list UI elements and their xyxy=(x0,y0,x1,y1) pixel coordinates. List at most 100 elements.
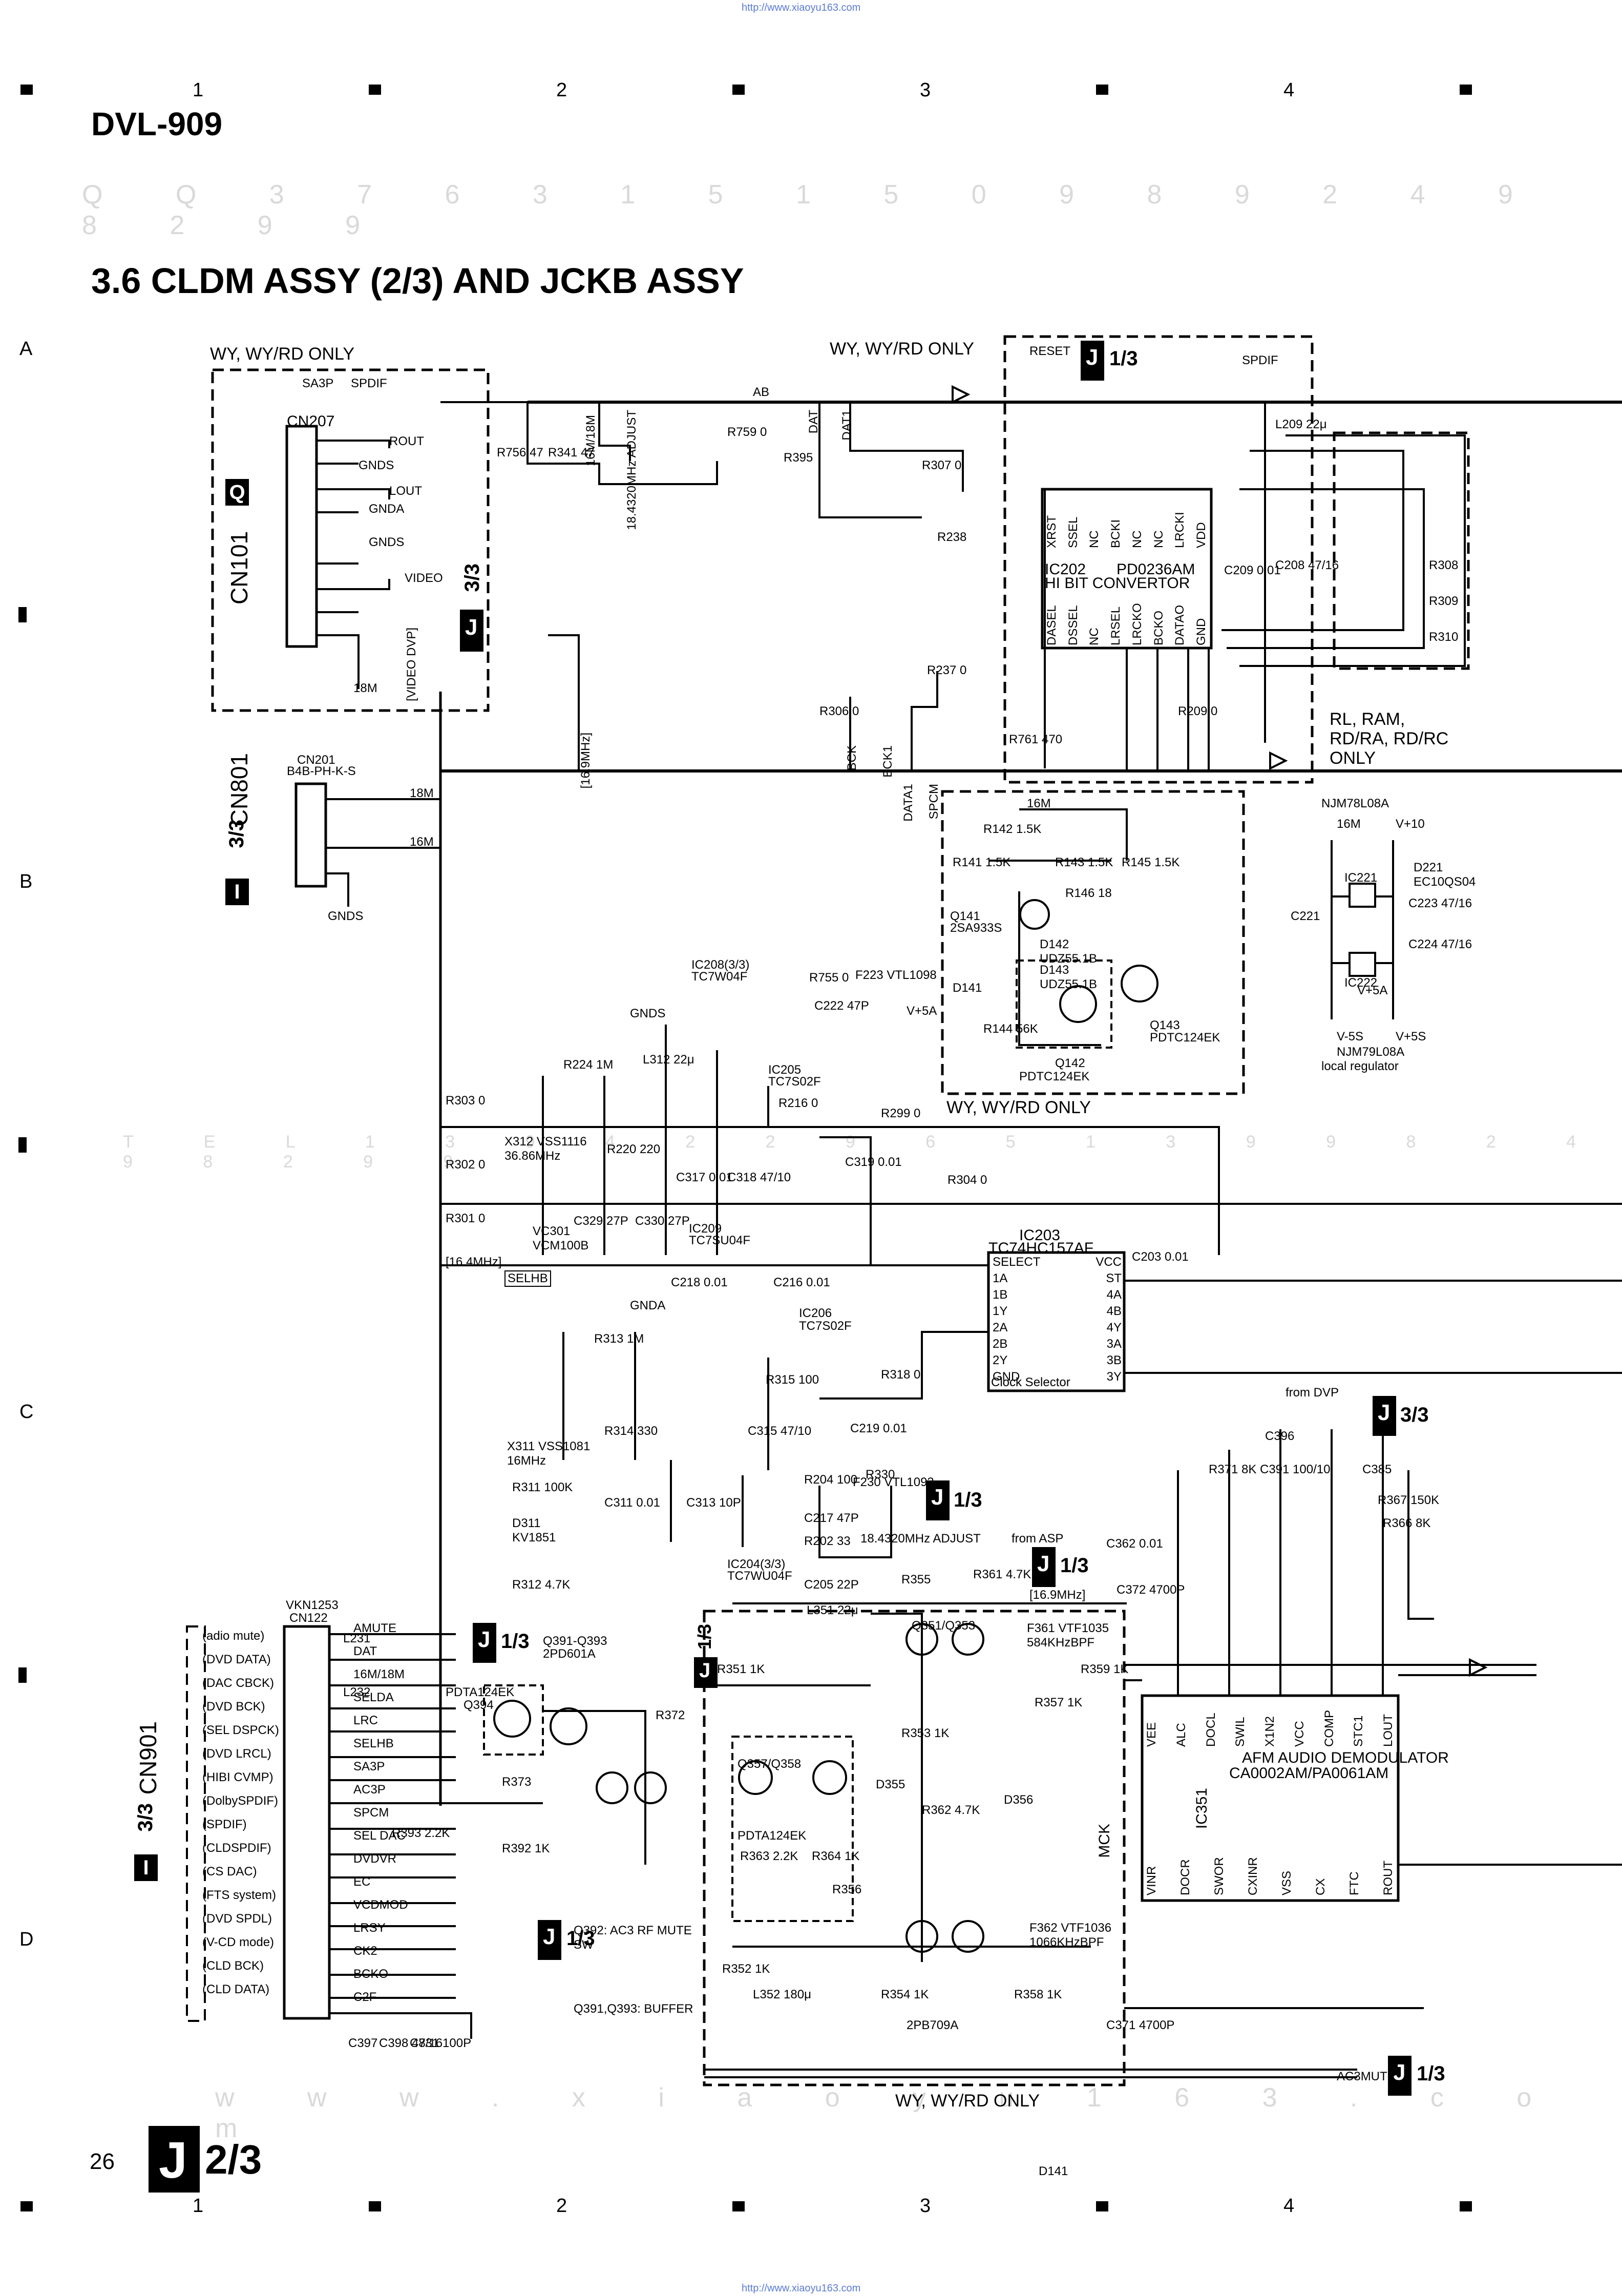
r220: R220 220 xyxy=(607,1142,661,1156)
f362: F362 VTF1036 1066KHzBPF xyxy=(1029,1921,1112,1949)
j-bot1-letter: J xyxy=(478,1627,491,1652)
j-mid-fraction: 1/3 xyxy=(954,1489,982,1511)
q392-note: Q392: AC3 RF MUTE SW xyxy=(574,1924,692,1952)
ic203-ref: IC203 xyxy=(1019,1227,1061,1244)
c372: C371 4700P xyxy=(1106,2018,1175,2032)
r308: R308 xyxy=(1429,558,1459,572)
net-16m: SPCM xyxy=(927,784,941,820)
grid-mark xyxy=(1096,2201,1108,2211)
j-rb-ac3mute: AC3MUTE xyxy=(1337,2070,1396,2083)
grid-col-4-bottom: 4 xyxy=(1283,2195,1295,2217)
model-title: DVL-909 xyxy=(91,106,223,142)
r312: R312 4.7K xyxy=(512,1578,571,1592)
c222: C222 47P xyxy=(814,999,869,1013)
r356: R356 xyxy=(832,1883,862,1896)
d142: D142 UDZ55.1B xyxy=(1040,937,1098,966)
c831: C397 xyxy=(348,2036,378,2050)
net-dat: DAT xyxy=(807,410,820,434)
cn901-left-label: (DVD LRCL) xyxy=(202,1747,271,1761)
cn901-left-label: (FTS system) xyxy=(202,1888,276,1902)
cn901-left-label: (DVD BCK) xyxy=(202,1700,265,1714)
grid-mark xyxy=(369,85,381,95)
watermark-top: Q Q 3 7 6 3 1 5 1 5 0 9 8 9 2 4 9 8 2 9 … xyxy=(82,180,1546,240)
j-dvp-fraction: 3/3 xyxy=(1400,1404,1429,1426)
c218: C218 0.01 xyxy=(671,1276,728,1289)
net-bck: BCK xyxy=(845,745,859,771)
grid-col-1-bottom: 1 xyxy=(193,2195,204,2217)
grid-col-3-bottom: 3 xyxy=(920,2195,931,2217)
r224: R224 1M xyxy=(563,1058,614,1072)
d311: D311 KV1851 xyxy=(512,1516,556,1544)
net-bck1: BCK1 xyxy=(881,745,895,778)
r761: R761 470 xyxy=(1009,733,1063,746)
j-rb-letter: J xyxy=(1393,2060,1406,2085)
cn901-right-label: LRC xyxy=(353,1714,378,1727)
region-note-right: RL, RAM, RD/RA, RD/RC ONLY xyxy=(1330,709,1449,768)
q391-symbol xyxy=(634,1771,667,1804)
cn901-left-label: (V-CD mode) xyxy=(202,1935,275,1949)
x311: X311 VSS1081 16MHz xyxy=(507,1439,591,1468)
grid-row-a: A xyxy=(19,338,33,360)
j-bot2-fraction: 1/3 xyxy=(566,1927,595,1950)
ic222-part: NJM79L08A xyxy=(1337,1045,1405,1059)
ic351-desc: AFM AUDIO DEMODULATOR xyxy=(1242,1749,1449,1766)
net-v5a: V+10 xyxy=(1396,817,1425,831)
d141: D141 xyxy=(953,981,982,995)
c391: C372 4700P xyxy=(1117,1583,1185,1597)
net-v10: SA3P xyxy=(302,377,334,390)
f361: F361 VTF1035 584KHzBPF xyxy=(1027,1621,1109,1650)
net-pal-afm: MCK xyxy=(1096,1824,1113,1858)
j-bot1-badge: J xyxy=(473,1623,496,1663)
r238: R238 xyxy=(937,530,967,544)
region-note-mid: WY, WY/RD ONLY xyxy=(946,1098,1091,1117)
ic203-pin: 1Y xyxy=(993,1304,1008,1318)
q143-part: PDTC124EK xyxy=(1150,1031,1220,1045)
ic206-part: TC7S02F xyxy=(799,1319,852,1333)
c371: C362 0.01 xyxy=(1106,1537,1163,1551)
j-rb-badge: J xyxy=(1388,2056,1412,2096)
footer-j-letter: J xyxy=(159,2132,187,2189)
cn901-right-label: AMUTE xyxy=(353,1621,396,1635)
ic203-pin: 4B xyxy=(1106,1304,1122,1318)
j-asp-badge: J xyxy=(1032,1547,1056,1587)
q351-ref: Q351/Q353 xyxy=(912,1619,976,1633)
q351-symbol xyxy=(905,1623,938,1656)
c311: C311 0.01 xyxy=(604,1496,660,1510)
r364: R364 1K xyxy=(812,1849,860,1863)
cn901-right-label: SELDA xyxy=(353,1690,394,1704)
ic221-part: NJM78L08A xyxy=(1321,797,1389,810)
j-asp-fraction: 1/3 xyxy=(1060,1554,1089,1577)
net-v-12: V-5S xyxy=(1337,1030,1364,1043)
r351: R351 1K xyxy=(717,1662,765,1676)
net-v5s: SPDIF xyxy=(351,377,387,390)
ic221-ref: IC221 xyxy=(1344,871,1378,885)
r145: R145 1.5K xyxy=(1122,855,1180,869)
r313: R313 1M xyxy=(594,1332,644,1346)
q394-ref: Q394 xyxy=(464,1698,494,1712)
c221: C221 xyxy=(1291,909,1320,923)
q141-symbol xyxy=(1019,899,1050,930)
r310: R310 xyxy=(1429,630,1459,644)
vc301: VC301 VCM100B xyxy=(533,1224,589,1253)
j-dvp-badge: J xyxy=(1373,1396,1396,1436)
j-dvp-letter: J xyxy=(1378,1400,1391,1425)
net-v12-reg: 16M xyxy=(1337,817,1361,831)
r371: R371 8K xyxy=(1209,1463,1257,1476)
net-v12: 16M xyxy=(1027,797,1051,810)
c209: C209 0.01 xyxy=(1224,563,1281,577)
cn901-right-label: SELHB xyxy=(353,1737,394,1750)
q392-symbol xyxy=(596,1771,628,1804)
l351: L351 22μ xyxy=(807,1603,858,1617)
j-bot3-letter: J xyxy=(699,1659,711,1682)
c315: C315 47/10 xyxy=(748,1424,812,1438)
r144: R144 56K xyxy=(983,1022,1038,1036)
f223: F223 VTL1098 xyxy=(855,968,937,982)
c217: C217 47P xyxy=(804,1511,859,1525)
r216: R216 0 xyxy=(778,1096,818,1110)
r352: R352 1K xyxy=(722,1962,770,1976)
r357: R357 1K xyxy=(1035,1696,1083,1709)
c224: C224 47/16 xyxy=(1408,937,1472,951)
cn207-pin-gnds: GNDS xyxy=(359,458,394,472)
grid-mark xyxy=(369,2201,381,2211)
cn901-left-label: (DolbySPDIF) xyxy=(202,1794,279,1808)
